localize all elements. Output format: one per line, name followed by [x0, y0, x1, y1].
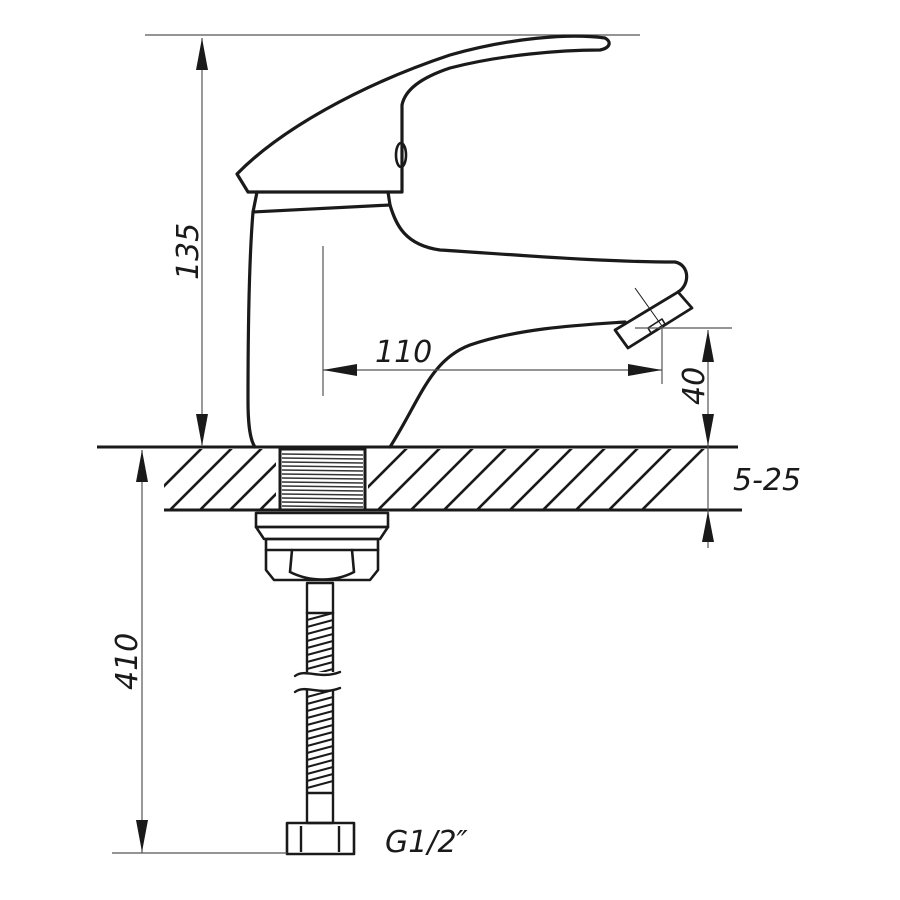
- arrow-down-icon: [702, 414, 714, 446]
- hose-end-fitting: G1/2″: [285, 821, 469, 860]
- height-dimension: 135: [171, 38, 208, 446]
- thickness-dimension: 5-25: [702, 446, 801, 548]
- arrow-up-icon: [702, 511, 714, 542]
- arrow-left-icon: [323, 364, 357, 376]
- arrow-up-icon: [196, 38, 208, 70]
- hose-length-dimension: 410: [110, 450, 287, 854]
- clearance-label: 40: [677, 367, 712, 405]
- arrow-down-icon: [136, 820, 148, 852]
- aerator: [613, 287, 694, 350]
- hose-length-label: 410: [110, 633, 145, 690]
- collar: [251, 190, 392, 214]
- mounting-nut: [254, 511, 390, 582]
- height-label: 135: [171, 223, 206, 280]
- reach-dimension: 110: [322, 246, 663, 396]
- arrow-up-icon: [702, 330, 714, 362]
- braided-hose: [293, 581, 342, 825]
- arrow-down-icon: [196, 414, 208, 446]
- arrow-up-icon: [136, 450, 148, 482]
- clearance-dimension: 40: [635, 327, 732, 446]
- lever-handle: [235, 34, 611, 194]
- countertop-section: [97, 445, 742, 512]
- thickness-label: 5-25: [733, 463, 801, 498]
- threaded-shank: [278, 447, 367, 512]
- break-mark-icon: [293, 670, 342, 678]
- arrow-right-icon: [628, 364, 662, 376]
- break-mark-icon: [293, 686, 342, 694]
- thread-label: G1/2″: [385, 825, 469, 860]
- reach-label: 110: [375, 335, 432, 370]
- faucet-body: [246, 203, 689, 449]
